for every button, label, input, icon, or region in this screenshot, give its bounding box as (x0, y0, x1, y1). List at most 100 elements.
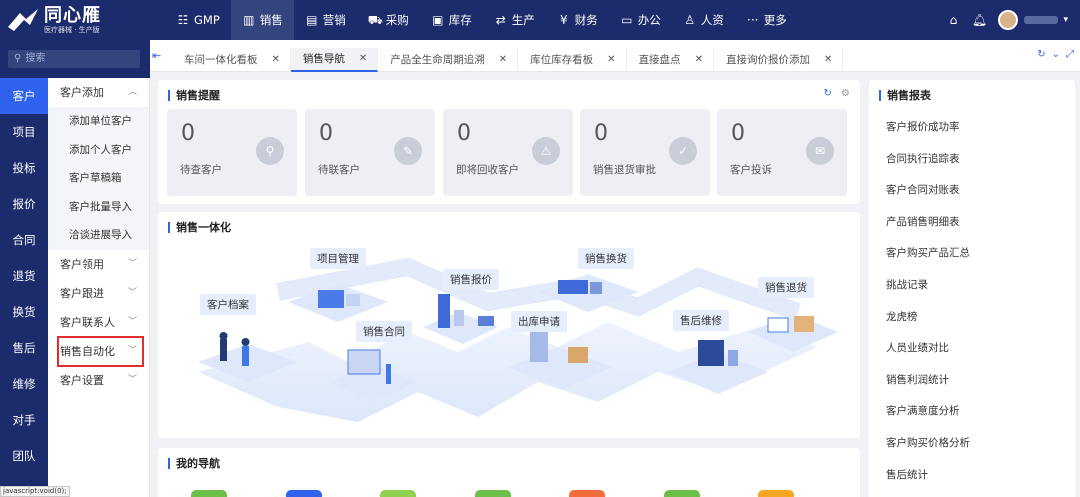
flow-stage-0[interactable]: 客户档案 (200, 294, 256, 315)
panel-title: 我的导航 (168, 458, 220, 469)
finance-icon: ¥ (559, 13, 568, 27)
quick-nav-button-4[interactable] (569, 490, 605, 497)
rail-item-4[interactable]: 合同 (12, 233, 36, 247)
nav-item-5[interactable]: ⇄生产 (483, 0, 546, 40)
office-icon: ▭ (621, 13, 633, 27)
report-link-0[interactable]: 客户报价成功率 (886, 121, 960, 133)
close-icon[interactable]: ✕ (498, 54, 508, 65)
search-placeholder: 搜索 (25, 53, 46, 64)
close-icon[interactable]: ✕ (271, 54, 280, 65)
close-icon[interactable]: ✕ (823, 54, 833, 65)
submenu-item-0-2[interactable]: 客户草稿箱 (48, 164, 149, 193)
report-link-7[interactable]: 人员业绩对比 (886, 342, 949, 355)
isometric-flow-map (198, 257, 838, 422)
report-link-3[interactable]: 产品销售明细表 (886, 215, 960, 228)
submenu-group-2[interactable]: 客户跟进﹀ (48, 279, 149, 308)
nav-item-6[interactable]: ¥财务 (546, 0, 609, 40)
reminder-count: 0 (457, 121, 471, 146)
flow-stage-6[interactable]: 售后维修 (673, 310, 729, 331)
tab-1[interactable]: 销售导航✕ (290, 48, 379, 72)
report-link-1[interactable]: 合同执行追踪表 (886, 152, 960, 165)
submenu-item-0-1[interactable]: 添加个人客户 (48, 135, 149, 164)
flow-stage-4[interactable]: 出库申请 (511, 311, 567, 332)
rail-item-5[interactable]: 退货 (12, 269, 36, 283)
flow-stage-7[interactable]: 销售退货 (758, 277, 814, 298)
tab-0[interactable]: 车间一体化看板✕ (172, 48, 291, 72)
settings-icon[interactable]: ⚙ (841, 88, 850, 99)
nav-item-4[interactable]: ▣库存 (420, 0, 483, 40)
nav-item-7[interactable]: ▭办公 (609, 0, 672, 40)
rail-item-2[interactable]: 投标 (12, 161, 36, 175)
chevron-down-icon[interactable]: ▾ (1063, 15, 1068, 25)
nav-item-8[interactable]: ♙人资 (672, 0, 735, 40)
inventory-icon: ▣ (432, 13, 444, 27)
nav-item-0[interactable]: ☷GMP (165, 0, 231, 40)
bell-icon[interactable]: 🔔︎ (971, 13, 988, 27)
close-icon[interactable]: ✕ (358, 53, 368, 64)
tab-5[interactable]: 直接询价报价添加✕ (714, 48, 844, 72)
rail-item-7[interactable]: 售后 (12, 341, 36, 355)
report-link-9[interactable]: 客户满意度分析 (886, 405, 960, 418)
tab-2[interactable]: 产品全生命周期追溯✕ (378, 48, 519, 72)
submenu-group-0[interactable]: 客户添加︿ (48, 78, 149, 107)
submenu-group-5[interactable]: 客户设置﹀ (48, 366, 149, 395)
nav-item-3[interactable]: ⛟采购 (357, 0, 420, 40)
rail-item-9[interactable]: 对手 (12, 413, 36, 427)
report-link-10[interactable]: 客户购买价格分析 (886, 437, 970, 449)
home-icon[interactable]: ⌂ (949, 13, 958, 27)
quick-nav-button-2[interactable] (380, 490, 416, 497)
report-link-8[interactable]: 销售利润统计 (886, 373, 949, 386)
avatar[interactable] (998, 10, 1019, 30)
nav-item-2[interactable]: ▤营销 (294, 0, 357, 40)
tab-3[interactable]: 库位库存看板✕ (518, 48, 627, 72)
refresh-icon[interactable]: ↻ (1037, 49, 1046, 60)
quick-nav-button-0[interactable] (191, 490, 227, 497)
nav-item-1[interactable]: ▥销售 (230, 0, 294, 40)
rail-item-6[interactable]: 换货 (12, 305, 36, 319)
refresh-icon[interactable]: ↻ (823, 88, 832, 99)
logo-mark (6, 7, 40, 33)
report-link-11[interactable]: 售后统计 (886, 468, 928, 481)
rail-item-1[interactable]: 项目 (12, 125, 36, 139)
collapse-menu-icon[interactable]: ⇤ (152, 49, 162, 62)
quick-nav-button-1[interactable] (286, 490, 322, 497)
submenu-group-4[interactable]: 销售自动化﹀ (57, 335, 144, 367)
report-link-4[interactable]: 客户购买产品汇总 (886, 247, 970, 260)
search-input[interactable]: ⚲搜索 (8, 50, 140, 68)
close-icon[interactable]: ✕ (607, 54, 616, 65)
submenu-item-0-4[interactable]: 洽谈进展导入 (48, 221, 149, 250)
quick-nav-button-6[interactable] (758, 490, 794, 497)
rail-item-8[interactable]: 维修 (12, 377, 36, 391)
chevron-down-icon[interactable]: ⌄ (1051, 49, 1060, 60)
app-logo[interactable]: 同心雁 医疗器械 · 生产版 (0, 0, 150, 40)
submenu-item-0-3[interactable]: 客户批量导入 (48, 192, 149, 221)
tab-4[interactable]: 直接盘点✕ (627, 48, 714, 72)
quick-nav-button-5[interactable] (664, 490, 700, 497)
rail-item-3[interactable]: 报价 (12, 197, 36, 211)
user-name-blurred[interactable] (1024, 16, 1059, 24)
submenu-group-1[interactable]: 客户领用﹀ (48, 250, 149, 279)
report-link-6[interactable]: 龙虎榜 (886, 310, 918, 323)
flow-stage-5[interactable]: 销售换货 (578, 248, 634, 269)
flow-stage-3[interactable]: 销售报价 (443, 269, 499, 290)
after-sales-repair-illustration (668, 340, 768, 394)
rail-item-0[interactable]: 客户 (0, 78, 48, 114)
reminder-count: 0 (319, 121, 333, 146)
report-link-2[interactable]: 客户合同对账表 (886, 184, 960, 197)
flow-stage-1[interactable]: 项目管理 (310, 248, 366, 269)
quick-nav-button-3[interactable] (475, 490, 511, 497)
rail-item-10[interactable]: 团队 (12, 449, 36, 463)
submenu-group-label: 客户跟进 (60, 286, 104, 300)
close-icon[interactable]: ✕ (694, 54, 703, 65)
submenu-group-3[interactable]: 客户联系人﹀ (48, 308, 149, 337)
flow-stage-2[interactable]: 销售合同 (356, 321, 412, 342)
submenu-item-0-0[interactable]: 添加单位客户 (48, 107, 149, 136)
nav-item-9[interactable]: ···更多 (735, 0, 798, 40)
report-link-5[interactable]: 挑战记录 (886, 279, 928, 291)
fullscreen-icon[interactable]: ⤢ (1066, 49, 1074, 60)
